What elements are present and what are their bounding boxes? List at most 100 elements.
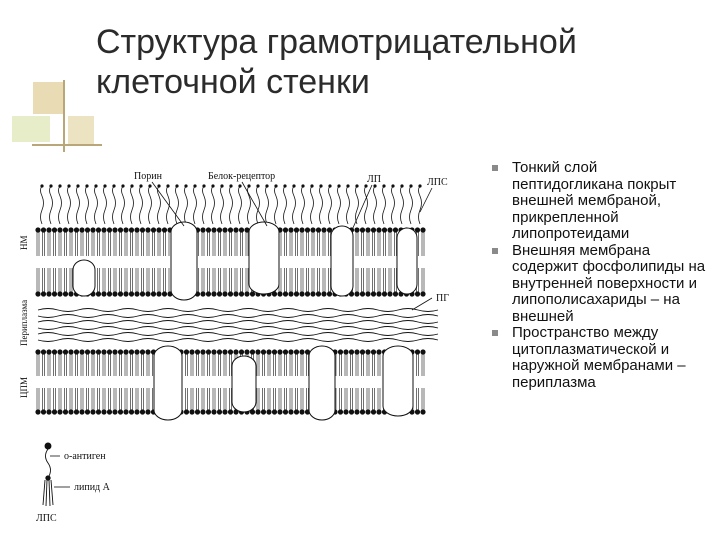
lps-chain — [229, 185, 233, 225]
lps-chain — [274, 185, 278, 225]
lps-chain — [247, 185, 251, 225]
lipid-head — [139, 409, 146, 415]
lps-chain — [202, 185, 206, 225]
lipid-head — [46, 227, 52, 233]
lipid-head — [249, 409, 256, 415]
lps-chain — [103, 185, 107, 225]
lipid-head — [106, 349, 113, 355]
lipid-head — [35, 291, 41, 297]
lipid-head — [84, 349, 91, 355]
lipid-head — [337, 409, 344, 415]
lps-chain — [238, 185, 242, 225]
lipid-head — [244, 349, 250, 355]
lipid-head — [326, 291, 333, 297]
lipid-head — [35, 227, 41, 233]
lipid-head — [112, 349, 118, 355]
lipid-head — [205, 227, 212, 233]
lipid-head — [387, 227, 393, 233]
lipid-head — [370, 291, 377, 297]
lipid-head — [112, 291, 118, 297]
lipid-head — [266, 409, 272, 415]
lps-chain — [346, 185, 350, 225]
lipid-head — [376, 349, 382, 355]
lipid-head — [40, 227, 47, 233]
lps-chain — [418, 185, 422, 225]
lps-head — [373, 184, 377, 188]
lipid-head — [117, 409, 124, 415]
peptidoglycan-strand — [37, 308, 439, 312]
lipid-head — [189, 349, 195, 355]
lipid-head — [392, 291, 399, 297]
cell-wall-diagram: Порин Белок-рецептор ЛП ЛПС ПГ о-антиген… — [19, 171, 449, 524]
lipid-head — [304, 227, 311, 233]
lipid-head — [266, 349, 272, 355]
lipid-head — [244, 227, 250, 233]
title-line-2: клеточной стенки — [96, 63, 370, 101]
lipid-head — [123, 227, 129, 233]
lipid-head — [282, 291, 289, 297]
lipid-head — [288, 227, 294, 233]
bullet-text: Внешняя мембрана содержит фосфолипиды на… — [512, 241, 706, 325]
lipid-head — [51, 291, 58, 297]
lipid-head — [222, 349, 228, 355]
label-lps-top: ЛПС — [427, 177, 448, 188]
side-label-periplasm: Периплазма — [19, 300, 29, 346]
lps-head — [130, 184, 134, 188]
lipid-head — [365, 291, 371, 297]
lps-head — [283, 184, 287, 188]
lipid-head — [123, 291, 129, 297]
lps-head — [175, 184, 179, 188]
lps-head — [49, 184, 53, 188]
lipid-head — [123, 409, 129, 415]
membrane-protein — [72, 259, 96, 297]
lipid-head — [68, 227, 74, 233]
decor-line-vertical — [63, 80, 65, 152]
lipid-head — [420, 349, 426, 355]
lipid-head — [205, 291, 212, 297]
lipid-head — [293, 349, 300, 355]
lipid-head — [205, 409, 212, 415]
label-porin: Порин — [134, 171, 163, 182]
lipid-head — [134, 349, 140, 355]
lipid-head — [244, 291, 250, 297]
lipid-head — [106, 291, 113, 297]
lipid-head — [255, 409, 261, 415]
lipid-head — [156, 291, 162, 297]
lps-chain — [283, 185, 287, 225]
lps-head — [265, 184, 269, 188]
lipid-head — [40, 409, 47, 415]
decor-block-1 — [33, 82, 63, 114]
lipid-head — [216, 291, 223, 297]
lps-head — [85, 184, 89, 188]
decor-block-2 — [12, 116, 50, 142]
lipid-head — [216, 227, 223, 233]
lipid-head — [293, 227, 300, 233]
lipid-head — [200, 349, 206, 355]
lps-head — [292, 184, 296, 188]
lipid-head — [299, 349, 305, 355]
lipid-head — [321, 291, 327, 297]
side-label-nm: НМ — [19, 235, 29, 250]
lipid-head — [354, 227, 360, 233]
cytoplasmic-membrane — [35, 349, 426, 415]
lipid-head — [343, 409, 349, 415]
lipid-head — [145, 349, 151, 355]
lipid-head — [348, 349, 355, 355]
lps-chain — [391, 185, 395, 225]
lps-head — [355, 184, 359, 188]
bullet-item: Тонкий слой пептидогликана покрыт внешне… — [488, 159, 710, 243]
lps-chain — [292, 185, 296, 225]
lipid-head — [222, 409, 228, 415]
slide-title: Структура грамотрицательной клеточной ст… — [96, 22, 696, 102]
lipid-head — [238, 291, 245, 297]
membrane-protein — [231, 355, 257, 413]
lps-head — [103, 184, 107, 188]
lipid-head — [150, 227, 157, 233]
bullet-item: Пространство между цитоплазматической и … — [488, 324, 710, 391]
lipid-head — [227, 409, 234, 415]
lps-chain — [94, 185, 98, 225]
lipid-head — [233, 291, 239, 297]
lipid-head — [200, 227, 206, 233]
lipid-head — [51, 227, 58, 233]
lipid-head — [288, 291, 294, 297]
